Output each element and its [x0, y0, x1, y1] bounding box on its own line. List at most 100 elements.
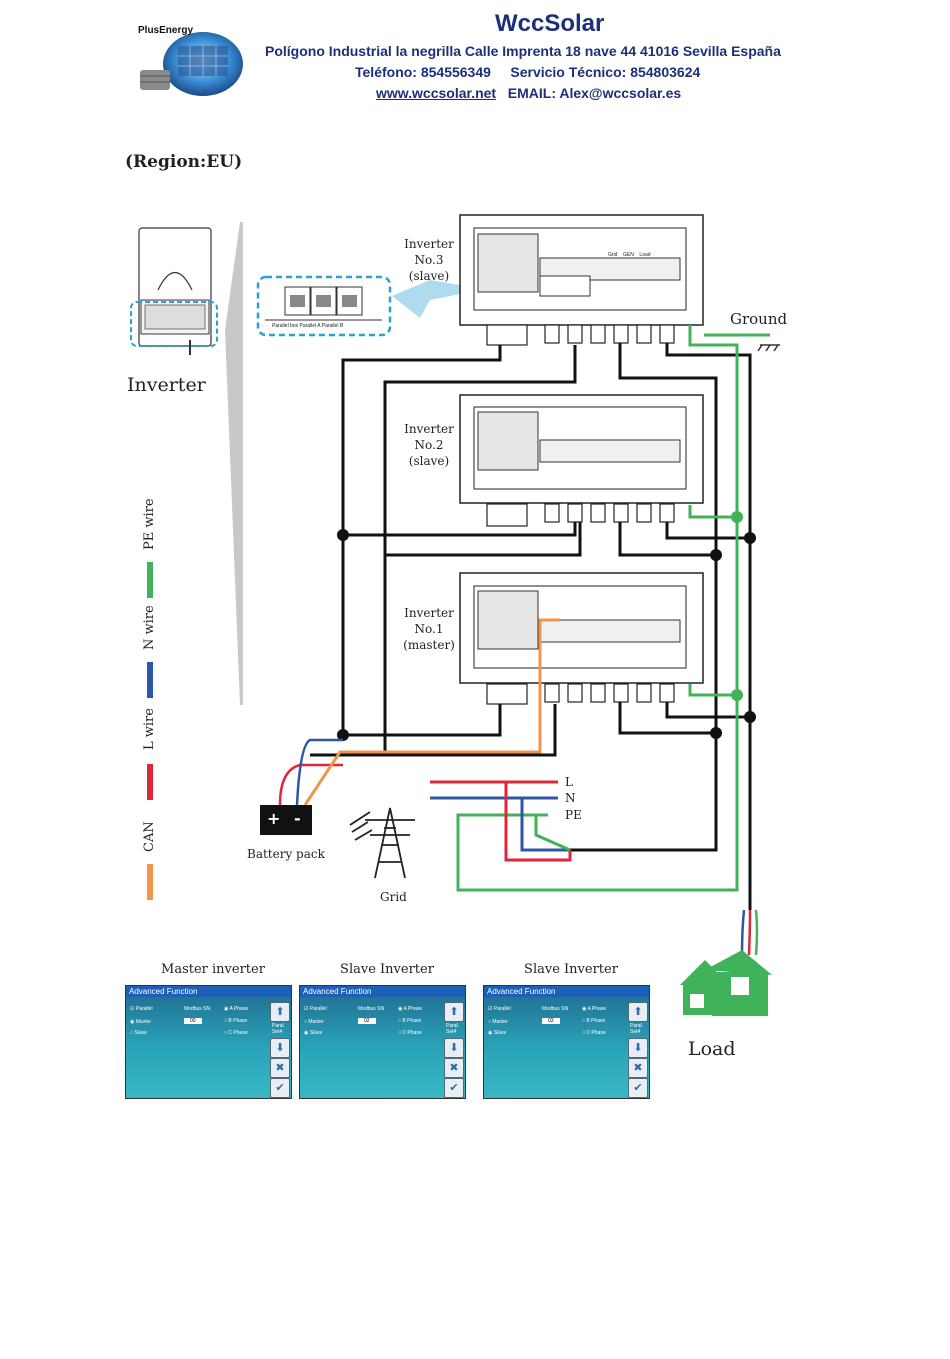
zoom-shade [225, 222, 243, 705]
grid-line-pe-label: PE [565, 808, 582, 822]
pe-junctions [731, 511, 743, 701]
ground-symbol [757, 344, 780, 352]
arrow-up-icon[interactable]: ⬆ [270, 1002, 290, 1022]
screen-header: Advanced Function [126, 986, 291, 997]
phase-b-radio[interactable]: ○ B Phase [582, 1018, 606, 1024]
confirm-icon[interactable]: ✔ [270, 1078, 290, 1098]
grid-tower-icon [349, 807, 415, 879]
paral-set-button[interactable]: Paral. Set4 [630, 1023, 644, 1035]
grid-line-n-label: N [565, 791, 576, 805]
slave-radio[interactable]: ◉ Slave [304, 1030, 323, 1036]
screen-slave-1: Advanced Function ☑ Parallel ○ Master ◉ … [299, 985, 466, 1099]
screen-master: Advanced Function ☑ Parallel ◉ Master ○ … [125, 985, 292, 1099]
load-label: Load [688, 1038, 736, 1060]
arrow-up-icon[interactable]: ⬆ [444, 1002, 464, 1022]
master-radio[interactable]: ◉ Master [130, 1019, 152, 1025]
black-wires [310, 343, 752, 910]
paral-set-button[interactable]: Paral. Set4 [272, 1023, 286, 1035]
screen-1-title: Master inverter [161, 962, 265, 977]
grid-label: Grid [380, 890, 407, 904]
inverter-2-box [459, 394, 704, 504]
cancel-icon[interactable]: ✖ [628, 1058, 648, 1078]
service-number: Servicio Técnico: 854803624 [510, 64, 701, 80]
phase-a-radio[interactable]: ◉ A Phase [582, 1006, 607, 1012]
arrow-down-icon[interactable]: ⬇ [444, 1038, 464, 1058]
pe-wires [456, 325, 770, 892]
paral-set-button[interactable]: Paral. Set4 [446, 1023, 460, 1035]
legend-bar-pe [147, 562, 153, 598]
company-name: WccSolar [495, 10, 605, 37]
region-label: (Region:EU) [125, 152, 243, 172]
inverter-3-box [459, 214, 704, 326]
grid-lines [430, 780, 572, 862]
battery-plus: + [267, 809, 281, 828]
inverter-illustration [130, 227, 218, 355]
brand-logo [140, 32, 243, 96]
bottom-glands [486, 324, 675, 705]
contact-phones: Teléfono: 854556349 Servicio Técnico: 85… [355, 64, 700, 80]
parallel-ports-callout [256, 275, 460, 337]
arrow-up-icon[interactable]: ⬆ [628, 1002, 648, 1022]
phase-a-radio[interactable]: ◉ A Phase [224, 1006, 249, 1012]
grid-line-l-label: L [565, 775, 573, 789]
master-radio[interactable]: ○ Master [488, 1019, 508, 1025]
phase-b-radio[interactable]: ○ B Phase [224, 1018, 248, 1024]
arrow-down-icon[interactable]: ⬇ [270, 1038, 290, 1058]
parallel-checkbox[interactable]: ☑ Parallel [130, 1006, 153, 1012]
modbus-input[interactable]: 00 [184, 1018, 202, 1024]
house-icon [680, 950, 772, 1016]
inverter-1-box [459, 572, 704, 684]
contact-web: www.wccsolar.net EMAIL: Alex@wccsolar.es [376, 85, 681, 101]
phase-a-radio[interactable]: ◉ A Phase [398, 1006, 423, 1012]
terminal-load-label: Load [639, 252, 651, 258]
legend-bar-n [147, 662, 153, 698]
battery-pack [260, 805, 312, 835]
master-radio[interactable]: ○ Master [304, 1019, 324, 1025]
junction-dots [337, 529, 756, 741]
legend-label-pe: PE wire [142, 498, 157, 550]
terminal-grid-label: Grid [608, 252, 618, 258]
phone-number: Teléfono: 854556349 [355, 64, 491, 80]
callout-arrow [392, 280, 460, 318]
parallel-checkbox[interactable]: ☑ Parallel [304, 1006, 327, 1012]
website-link[interactable]: www.wccsolar.net [376, 85, 497, 101]
brand-logo-text: PlusEnergy [138, 25, 194, 36]
phase-c-radio[interactable]: ○ C Phase [224, 1030, 248, 1036]
ground-label: Ground [730, 310, 788, 328]
company-address: Polígono Industrial la negrilla Calle Im… [265, 43, 781, 59]
cancel-icon[interactable]: ✖ [444, 1058, 464, 1078]
load-wires [740, 909, 759, 956]
cancel-icon[interactable]: ✖ [270, 1058, 290, 1078]
screen-2-title: Slave Inverter [340, 962, 434, 977]
inverter-3-terminal-labels: Grid GEN Load [608, 252, 678, 258]
modbus-input[interactable]: 02 [358, 1018, 376, 1024]
modbus-input[interactable]: 03 [542, 1018, 560, 1024]
screen-3-title: Slave Inverter [524, 962, 618, 977]
parallel-ports-caption: Parallel box Parallel A Parallel B [272, 323, 344, 329]
parallel-checkbox[interactable]: ☑ Parallel [488, 1006, 511, 1012]
legend-label-l: L wire [142, 708, 157, 750]
inverter-caption: Inverter [127, 374, 206, 396]
screen-slave-2: Advanced Function ☑ Parallel ○ Master ◉ … [483, 985, 650, 1099]
phase-c-radio[interactable]: ○ C Phase [398, 1030, 422, 1036]
screen-header: Advanced Function [300, 986, 465, 997]
battery-cables [278, 618, 560, 806]
phase-b-radio[interactable]: ○ B Phase [398, 1018, 422, 1024]
arrow-down-icon[interactable]: ⬇ [628, 1038, 648, 1058]
battery-label: Battery pack [247, 847, 325, 861]
legend-bar-l [147, 764, 153, 800]
legend-label-can: CAN [142, 821, 157, 852]
confirm-icon[interactable]: ✔ [628, 1078, 648, 1098]
slave-radio[interactable]: ◉ Slave [488, 1030, 507, 1036]
confirm-icon[interactable]: ✔ [444, 1078, 464, 1098]
modbus-label: Modbus SN [542, 1006, 569, 1012]
legend-bar-can [147, 864, 153, 900]
battery-minus: - [294, 809, 301, 828]
phase-c-radio[interactable]: ○ C Phase [582, 1030, 606, 1036]
slave-radio[interactable]: ○ Slave [130, 1030, 147, 1036]
modbus-label: Modbus SN [184, 1006, 211, 1012]
terminal-gen-label: GEN [623, 252, 634, 258]
